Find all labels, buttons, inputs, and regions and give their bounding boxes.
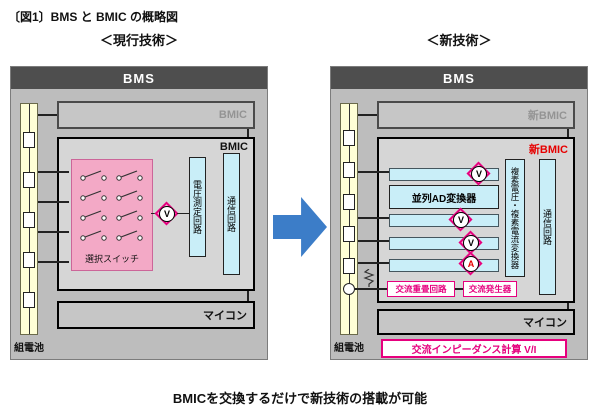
connector-line: [38, 114, 57, 116]
battery-cell-icon: [23, 212, 35, 228]
new-bmic-box: 新BMIC 並列AD変換器 V V V A 複素電圧・複素電流変換: [377, 137, 575, 303]
connector-line: [38, 231, 69, 233]
voltage-sensor-letter: V: [453, 212, 469, 228]
bms-header: BMS: [11, 67, 267, 89]
ghost-bmic-label: BMIC: [218, 109, 247, 121]
current-sensor-icon: A: [458, 251, 483, 276]
connector-line: [247, 129, 249, 137]
ac-source-icon: [343, 283, 355, 295]
bmic-box-label: BMIC: [219, 141, 248, 153]
connector-line: [358, 171, 389, 173]
bms-header: BMS: [331, 67, 587, 89]
battery-cell-icon: [343, 226, 355, 242]
voltage-sensor-icon: V: [154, 201, 179, 226]
voltage-sensor-letter: V: [463, 235, 479, 251]
comm-circuit-box: 通信回路: [223, 153, 240, 275]
connector-line: [247, 291, 249, 301]
connector-line: [355, 288, 387, 290]
connector-line: [38, 201, 69, 203]
switch-icon: [80, 230, 107, 241]
switch-icon: [116, 190, 143, 201]
impedance-calc-box: 交流インピーダンス計算 V/I: [381, 339, 567, 358]
ghost-new-bmic-label: 新BMIC: [527, 110, 567, 122]
right-column-heading: ＜新技術＞: [426, 33, 492, 48]
battery-pack-strip: [340, 103, 358, 335]
battery-cell-icon: [343, 194, 355, 210]
switch-icon: [80, 170, 107, 181]
current-sensor-letter: A: [463, 256, 479, 272]
voltage-sensor-icon: V: [448, 207, 473, 232]
complex-converter-box: 複素電圧・複素電流変換器: [505, 159, 525, 277]
ac-generator-box: 交流発生器: [463, 281, 517, 297]
voltage-measure-circuit-box: 電圧測定回路: [189, 157, 206, 257]
coupling-resistor-icon: [363, 269, 375, 287]
switch-icon: [116, 170, 143, 181]
channel-bar: [389, 214, 499, 227]
bmic-box: BMIC 選択スイッチ V 電圧測定: [57, 137, 255, 291]
voltage-sensor-letter: V: [471, 166, 487, 182]
battery-pack-strip: [20, 103, 38, 335]
battery-cell-icon: [23, 132, 35, 148]
current-tech-bms-panel: BMS 組電池 BMIC BMIC: [10, 66, 268, 360]
new-tech-bms-panel: BMS 組電池 新BMIC 新BMIC 並列AD変換器 V: [330, 66, 588, 360]
battery-wire-line: [349, 104, 350, 334]
battery-cell-icon: [23, 292, 35, 308]
battery-cell-icon: [23, 172, 35, 188]
ghost-new-bmic-box: 新BMIC: [377, 101, 575, 129]
connector-line: [177, 213, 189, 214]
micon-box: マイコン: [377, 309, 575, 335]
ghost-bmic-box: BMIC: [57, 101, 255, 129]
switch-icon: [80, 210, 107, 221]
connector-line: [358, 114, 377, 116]
battery-cell-icon: [23, 252, 35, 268]
micon-box: マイコン: [57, 301, 255, 329]
switch-icon: [116, 210, 143, 221]
connector-line: [38, 261, 69, 263]
connector-line: [151, 213, 157, 214]
bms-header-label: BMS: [123, 70, 155, 86]
ac-superpose-circuit-box: 交流重畳回路: [387, 281, 455, 297]
voltage-sensor-letter: V: [159, 206, 175, 222]
connector-line: [358, 262, 389, 264]
micon-label: マイコン: [523, 317, 567, 329]
switch-grid: [79, 169, 149, 241]
battery-cell-icon: [343, 258, 355, 274]
parallel-ad-converter-box: 並列AD変換器: [389, 185, 499, 209]
selector-switch-box: 選択スイッチ: [71, 159, 153, 271]
voltage-sensor-icon: V: [458, 230, 483, 255]
micon-label: マイコン: [203, 310, 247, 322]
bms-header-label: BMS: [443, 70, 475, 86]
figure-title: 〔図1〕BMS と BMIC の概略図: [8, 10, 179, 24]
new-bmic-box-label: 新BMIC: [528, 144, 568, 156]
battery-pack-label: 組電池: [334, 343, 364, 354]
connector-line: [358, 217, 389, 219]
connector-line: [567, 303, 569, 309]
voltage-sensor-icon: V: [466, 161, 491, 186]
connector-line: [38, 171, 69, 173]
left-column-heading: ＜現行技術＞: [99, 33, 178, 48]
connector-line: [455, 288, 463, 290]
selector-switch-label: 選択スイッチ: [84, 254, 139, 264]
connector-line: [567, 129, 569, 137]
transition-arrow-icon: [273, 197, 327, 257]
connector-line: [358, 240, 389, 242]
battery-cell-icon: [343, 162, 355, 178]
figure-caption: BMICを交換するだけで新技術の搭載が可能: [172, 391, 428, 406]
battery-cell-icon: [343, 130, 355, 146]
switch-icon: [80, 190, 107, 201]
battery-pack-label: 組電池: [14, 343, 44, 354]
switch-icon: [116, 230, 143, 241]
comm-circuit-box: 通信回路: [539, 159, 556, 295]
